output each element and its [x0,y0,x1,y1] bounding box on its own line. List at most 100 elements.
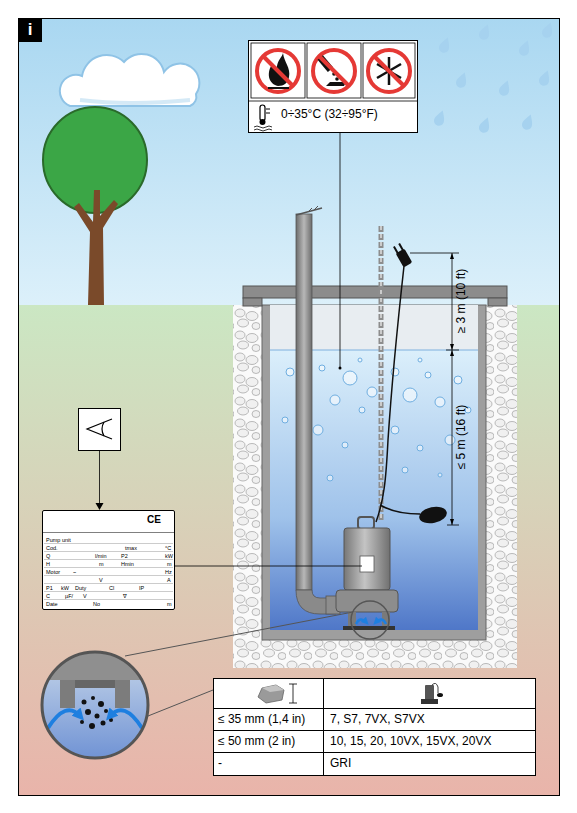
leader-line [340,133,341,368]
pump [358,517,374,529]
pump [356,619,366,624]
lifting-chain [381,226,382,520]
nameplate-field: IP [139,585,144,592]
rain-drops [438,36,453,54]
nameplate-field: Hmin [121,561,134,568]
pump [344,528,390,590]
air-bubbles [359,407,365,413]
nameplate-field: °C [165,545,171,552]
magnifier [110,710,142,728]
size-table [214,679,536,776]
nameplate-field: Q [46,553,50,560]
nameplate-leader [175,566,362,567]
nameplate-rules [44,551,173,552]
nameplate-rules [44,591,173,592]
rain-drops [538,69,553,87]
power-cable [392,243,412,268]
warning-panel-art [268,87,289,89]
magnifier [109,718,113,722]
nameplate-rules [44,575,173,576]
magnifier [85,709,91,715]
rain-drops [478,116,493,134]
table-cell: 10, 15, 20, 10VX, 15VX, 20VX [330,730,491,752]
warning-panel-art [260,119,266,125]
nameplate-field: tmax [125,545,137,552]
magnifier [60,680,75,708]
lifting-chain [380,226,382,520]
cloud [60,54,200,106]
nameplate-field: Pump unit [46,537,71,544]
air-bubbles [445,435,455,445]
warning-panel-art [266,109,270,110]
rain-drops [498,79,513,97]
rain-drops [455,71,470,89]
air-bubbles [402,467,408,473]
magnifier [101,721,106,726]
pump-nameplate: CEPump unitCod.tmax°CQl/minP2kWHmHminmMo… [42,510,175,610]
nameplate-field: m [167,561,172,568]
magnifier [80,720,84,724]
dimension-lines [447,525,459,526]
air-bubbles [391,368,399,376]
lifting-chain [379,226,384,520]
pit-lid [488,298,507,306]
air-bubbles [286,368,294,376]
table-cell: ≤ 35 mm (1,4 in) [218,708,305,730]
magnifier [40,650,150,760]
nameplate-field: Hz [165,569,172,576]
magnifier [48,710,80,728]
ground [18,305,559,795]
nameplate-field: CE [147,514,161,526]
eye-symbol [79,409,121,511]
ground [18,305,559,795]
size-table [213,752,536,753]
dimension-label: ≥ 3 m (10 ft) [454,269,468,334]
warning-panel-art [313,50,355,92]
nameplate-rules [43,533,174,600]
power-cable [380,505,420,514]
eye-symbol [99,451,100,503]
nameplate-field: H [46,561,50,568]
air-bubbles [435,397,445,407]
nameplate-field: Date [46,601,58,608]
frame [19,19,560,796]
nameplate-rules [43,532,174,533]
eye-symbol [87,419,112,439]
nameplate-field: kW [165,553,173,560]
size-table [425,685,434,700]
power-cable [393,246,399,254]
cloud [60,54,200,106]
node-label: i [18,18,42,42]
dimension-lines [452,253,453,525]
size-table [262,685,284,692]
air-bubbles [403,388,417,402]
table-cell: ≤ 50 mm (2 in) [218,730,295,752]
warning-panel-art [368,50,410,92]
warning-panel-art [254,126,272,131]
warning-panel-art [248,40,418,133]
discharge-pipe [296,208,322,215]
size-table [432,683,438,693]
pump [351,601,389,639]
air-bubbles [330,395,340,405]
size-table [421,699,438,704]
eye-symbol [96,503,104,510]
warning-panel-art [319,56,349,86]
warning-panel-art [266,113,270,114]
eye-symbol [79,409,121,451]
rain-drops [478,23,493,41]
size-table [213,678,536,776]
nameplate-field: Cl [109,585,114,592]
air-bubbles [438,473,442,477]
sky [18,18,559,305]
dimension-lines [450,253,454,525]
air-bubbles [367,387,377,397]
air-bubbles [327,475,333,481]
nameplate-rules [44,583,173,584]
rain-drops [433,21,556,134]
warning-panel-art [251,43,305,98]
air-bubbles [418,358,422,362]
magnifier [75,680,115,688]
